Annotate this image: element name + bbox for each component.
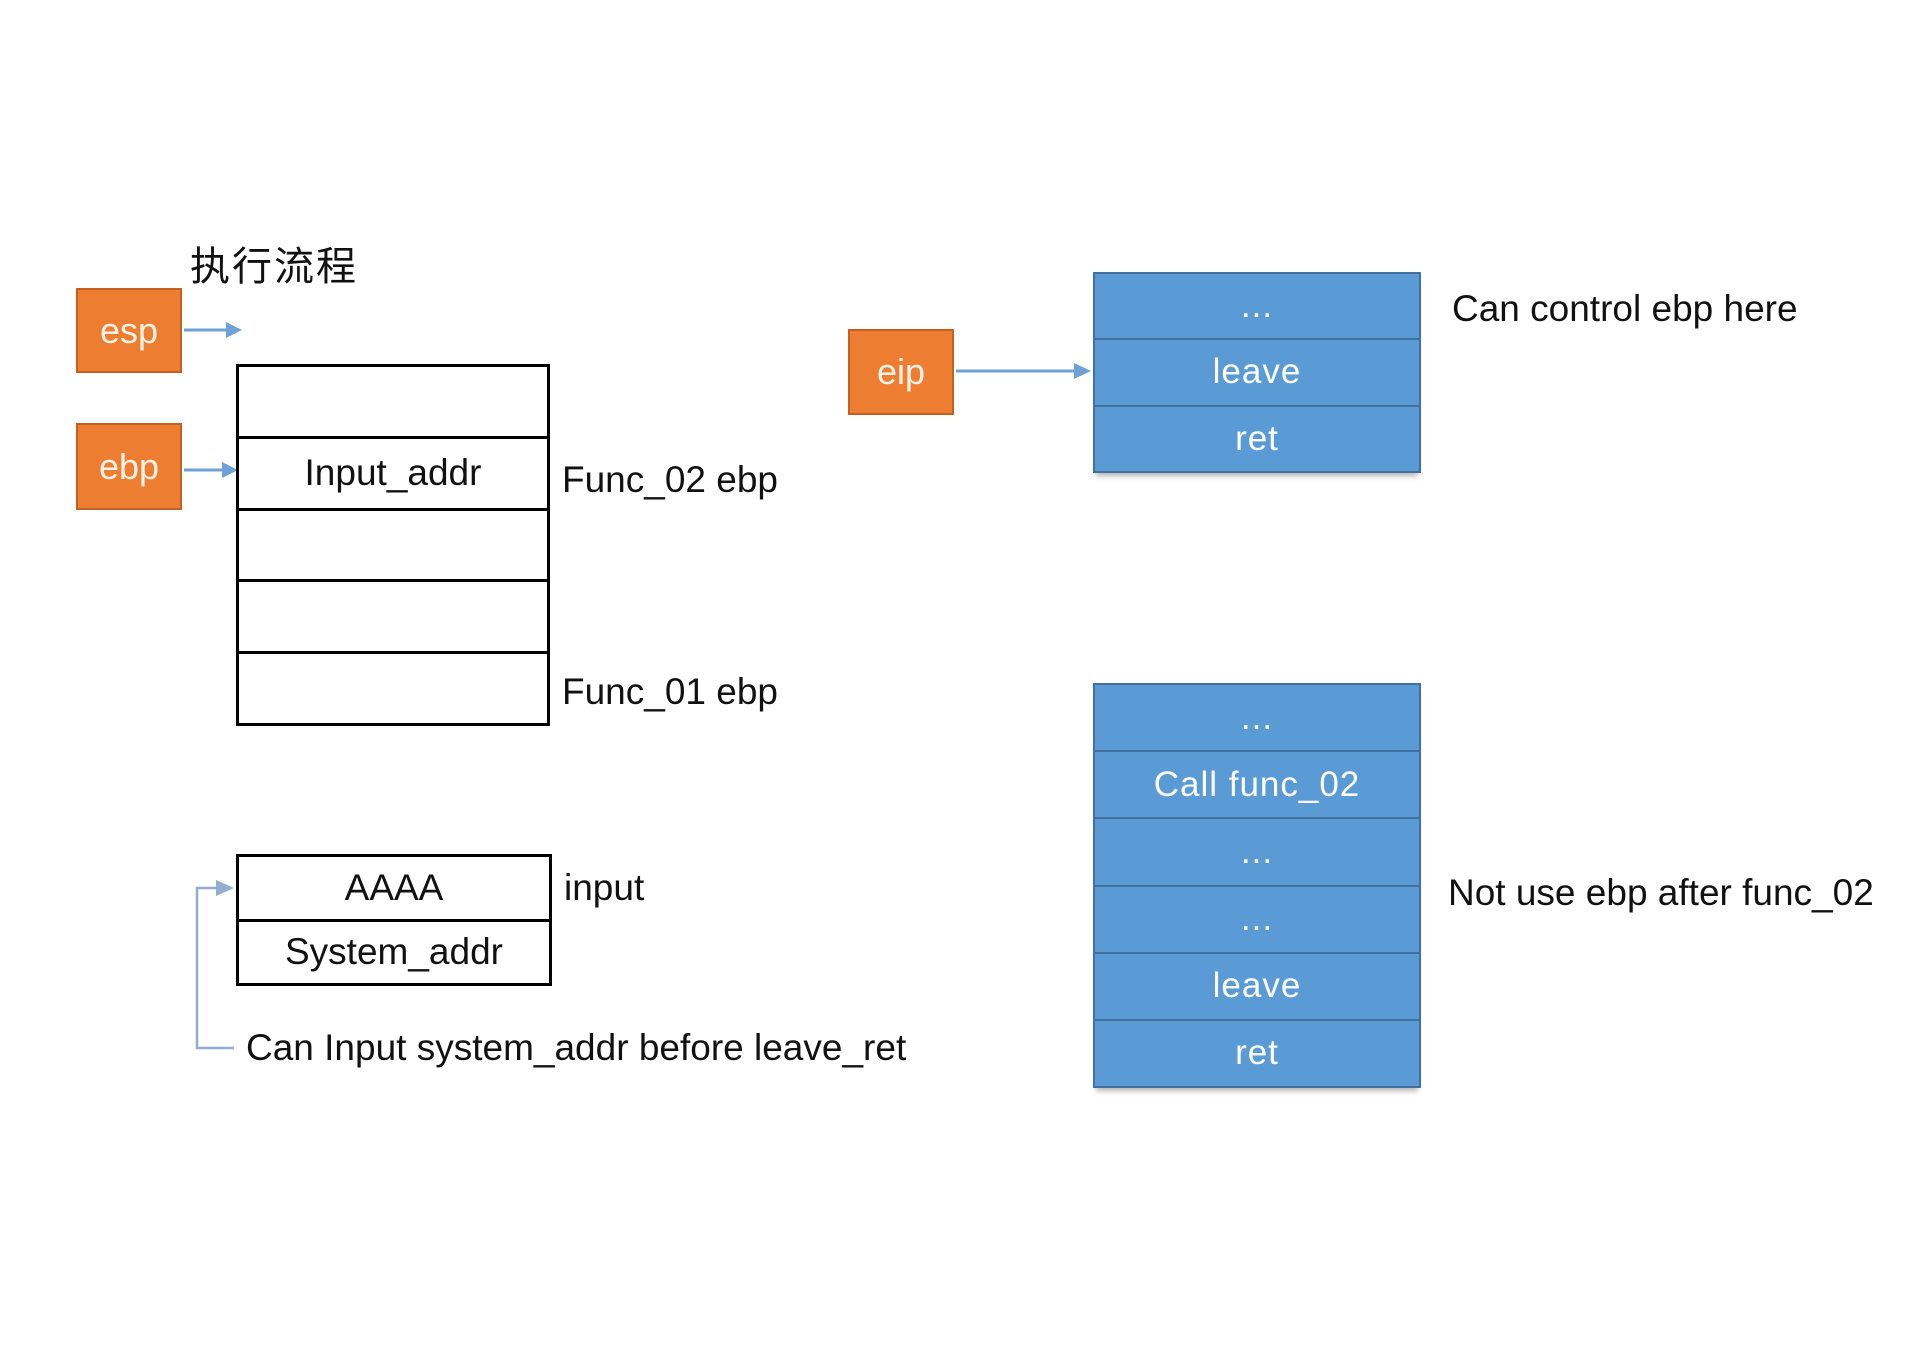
func01-ebp-label: Func_01 ebp: [562, 671, 779, 712]
stack-cell-empty: [239, 367, 547, 436]
code-cell-ellipsis: ...: [1240, 697, 1274, 737]
code-cell-ret: ret: [1095, 1018, 1419, 1086]
input-label: input: [564, 867, 645, 908]
stack-cell-input-addr: Input_addr: [239, 435, 547, 508]
eip-arrow-icon: [956, 363, 1091, 379]
code-cell-ret: ret: [1095, 404, 1419, 471]
code-cell-leave: leave: [1095, 951, 1419, 1019]
esp-register-box: esp: [76, 288, 182, 373]
not-use-ebp-annotation: Not use ebp after func_02: [1448, 872, 1874, 913]
ebp-register-label: ebp: [98, 445, 160, 487]
eip-register-box: eip: [848, 329, 954, 415]
code-cell-ellipsis: ...: [1095, 884, 1419, 952]
page-title: 执行流程: [190, 245, 358, 289]
ebp-register-box: ebp: [76, 423, 182, 510]
code-stack-bottom: ... Call func_02 ... ... leave ret: [1093, 683, 1421, 1088]
eip-register-label: eip: [876, 351, 926, 392]
code-cell-call-func02: Call func_02: [1095, 750, 1419, 817]
code-cell-ellipsis: ...: [1240, 286, 1274, 326]
esp-arrow-icon: [184, 322, 242, 338]
stack-cell-system-addr: System_addr: [239, 918, 549, 984]
esp-register-label: esp: [99, 309, 159, 351]
code-cell-ellipsis: ...: [1095, 817, 1419, 884]
input-buffer-stack: AAAA System_addr: [236, 854, 552, 986]
stack-cell-aaaa: AAAA: [344, 866, 444, 908]
can-input-annotation: Can Input system_addr before leave_ret: [246, 1027, 907, 1068]
main-memory-stack: Input_addr: [236, 364, 550, 726]
code-stack-top: ... leave ret: [1093, 272, 1421, 473]
code-cell-leave: leave: [1095, 338, 1419, 404]
ebp-arrow-icon: [184, 462, 238, 478]
can-control-annotation: Can control ebp here: [1452, 288, 1798, 329]
func02-ebp-label: Func_02 ebp: [562, 459, 779, 500]
elbow-arrow-icon: [195, 880, 234, 1050]
stack-cell-empty: [239, 651, 547, 723]
stack-cell-empty: [239, 507, 547, 580]
stack-cell-empty: [239, 579, 547, 651]
